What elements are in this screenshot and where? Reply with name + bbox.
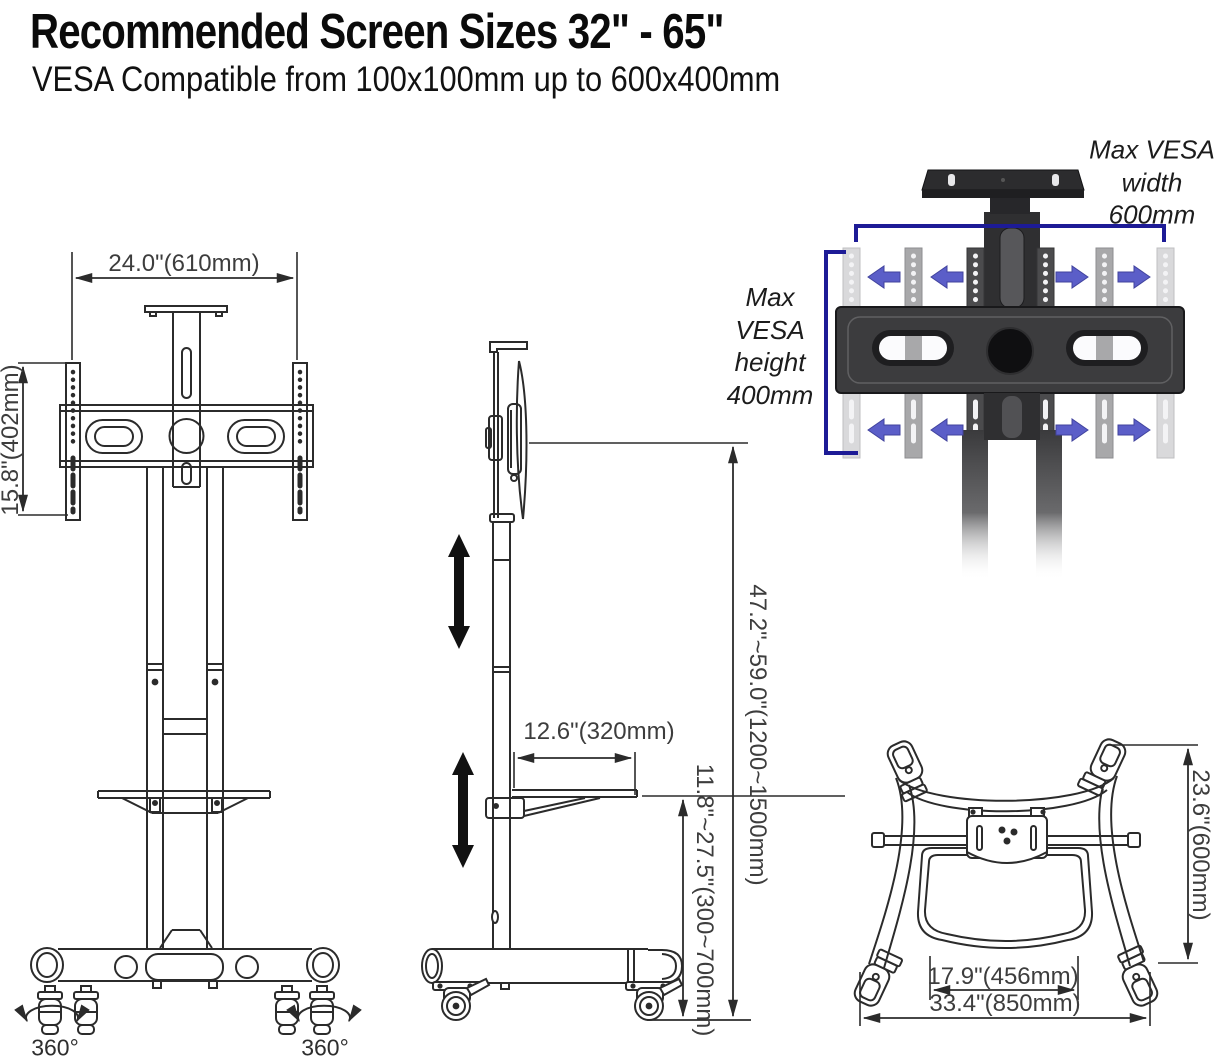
side-view-drawing [421, 341, 845, 1021]
front-width-dimension-label: 24.0"(610mm) [108, 250, 260, 277]
vesa-detail-render [824, 169, 1185, 580]
shelf-height-range-dimension-label: 11.8"~27.5"(300~700mm) [691, 763, 718, 1037]
height-range-dimension-label: 47.2"~59.0"(1200~1500mm) [744, 584, 771, 886]
max-height-bracket [824, 250, 858, 455]
base-depth-dimension-label: 23.6"(600mm) [1187, 769, 1214, 921]
base-top-view-drawing [850, 733, 1198, 1026]
max-width-bracket [854, 224, 1166, 242]
front-bracket-height-dimension-label: 15.8"(402mm) [0, 364, 24, 516]
page-title: Recommended Screen Sizes 32" - 65" [30, 5, 724, 59]
base-shelf-width-dimension-label: 17.9"(456mm) [927, 963, 1079, 990]
max-vesa-height-note: Max VESA height 400mm [726, 282, 814, 410]
caster-rotation-right-label: 360° [301, 1034, 349, 1061]
caster-rotation-left-label: 360° [31, 1034, 79, 1061]
shelf-depth-dimension-label: 12.6"(320mm) [523, 718, 675, 745]
base-width-dimension-label: 33.4"(850mm) [929, 990, 1081, 1017]
max-vesa-width-note: Max VESA width 600mm [1089, 134, 1214, 230]
front-view-drawing [14, 252, 362, 1035]
page-subtitle: VESA Compatible from 100x100mm up to 600… [32, 60, 781, 99]
